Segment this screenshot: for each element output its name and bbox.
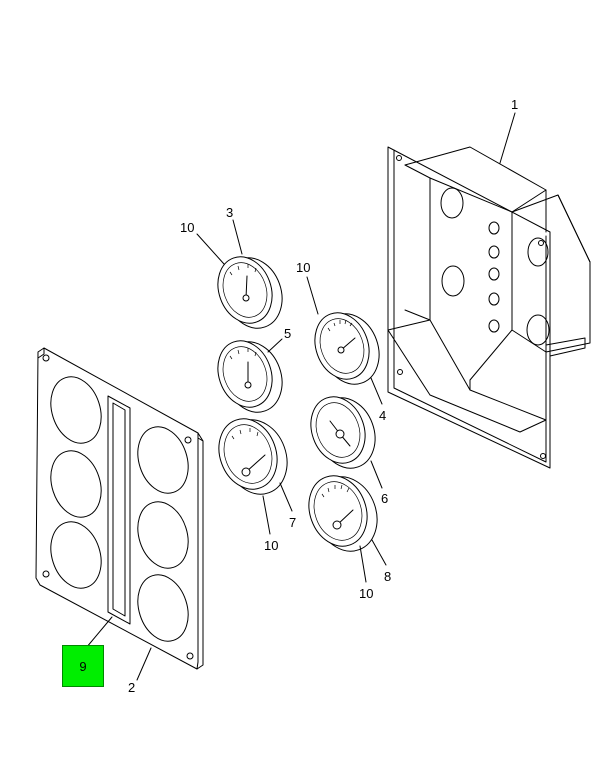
callout-9-highlight[interactable]: 9 xyxy=(62,645,104,687)
callout-2: 2 xyxy=(128,680,135,695)
callout-7: 7 xyxy=(289,515,296,530)
callout-labels: 1 2 3 10 5 10 4 6 7 10 8 10 xyxy=(128,97,518,695)
gauge-5 xyxy=(217,340,283,413)
leader-lines xyxy=(85,112,516,681)
callout-4: 4 xyxy=(379,408,386,423)
gauge-4 xyxy=(314,312,380,385)
gauge-3 xyxy=(217,256,283,329)
gauge-6 xyxy=(310,396,376,469)
callout-8: 8 xyxy=(384,569,391,584)
callout-10-gauge-7: 10 xyxy=(264,538,278,553)
gauge-7 xyxy=(218,418,288,495)
front-bezel-plate xyxy=(35,347,204,670)
callout-10-gauge-4: 10 xyxy=(296,260,310,275)
callout-6: 6 xyxy=(381,491,388,506)
callout-10-gauge-3: 10 xyxy=(180,220,194,235)
callout-1: 1 xyxy=(511,97,518,112)
panel-housing xyxy=(387,146,591,469)
callout-5: 5 xyxy=(284,326,291,341)
callout-9: 9 xyxy=(79,658,87,674)
gauge-8 xyxy=(308,475,378,552)
callout-3: 3 xyxy=(226,205,233,220)
callout-10-gauge-8: 10 xyxy=(359,586,373,601)
